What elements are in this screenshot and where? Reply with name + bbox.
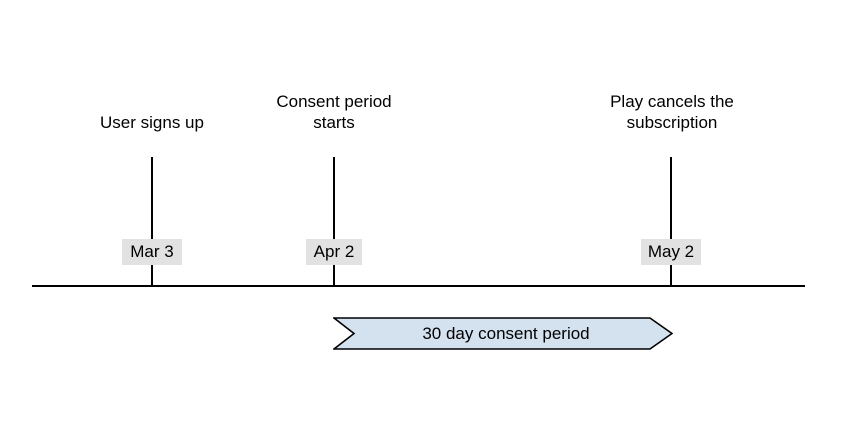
date-chip-play-cancels-subscription: May 2 (641, 239, 701, 265)
consent-period-banner: 30 day consent period (333, 317, 673, 350)
event-tick-user-signs-up (151, 157, 153, 287)
event-tick-consent-period-starts (333, 157, 335, 287)
event-label-play-cancels-subscription: Play cancels the subscription (610, 92, 734, 132)
event-label-consent-period-starts: Consent period starts (276, 92, 392, 132)
timeline-axis (32, 285, 805, 287)
event-label-user-signs-up: User signs up (100, 113, 204, 132)
date-chip-user-signs-up: Mar 3 (122, 239, 182, 265)
date-chip-consent-period-starts: Apr 2 (306, 239, 362, 265)
banner-label: 30 day consent period (422, 323, 590, 343)
banner-chevron-shape (333, 317, 673, 350)
event-tick-play-cancels-subscription (670, 157, 672, 287)
